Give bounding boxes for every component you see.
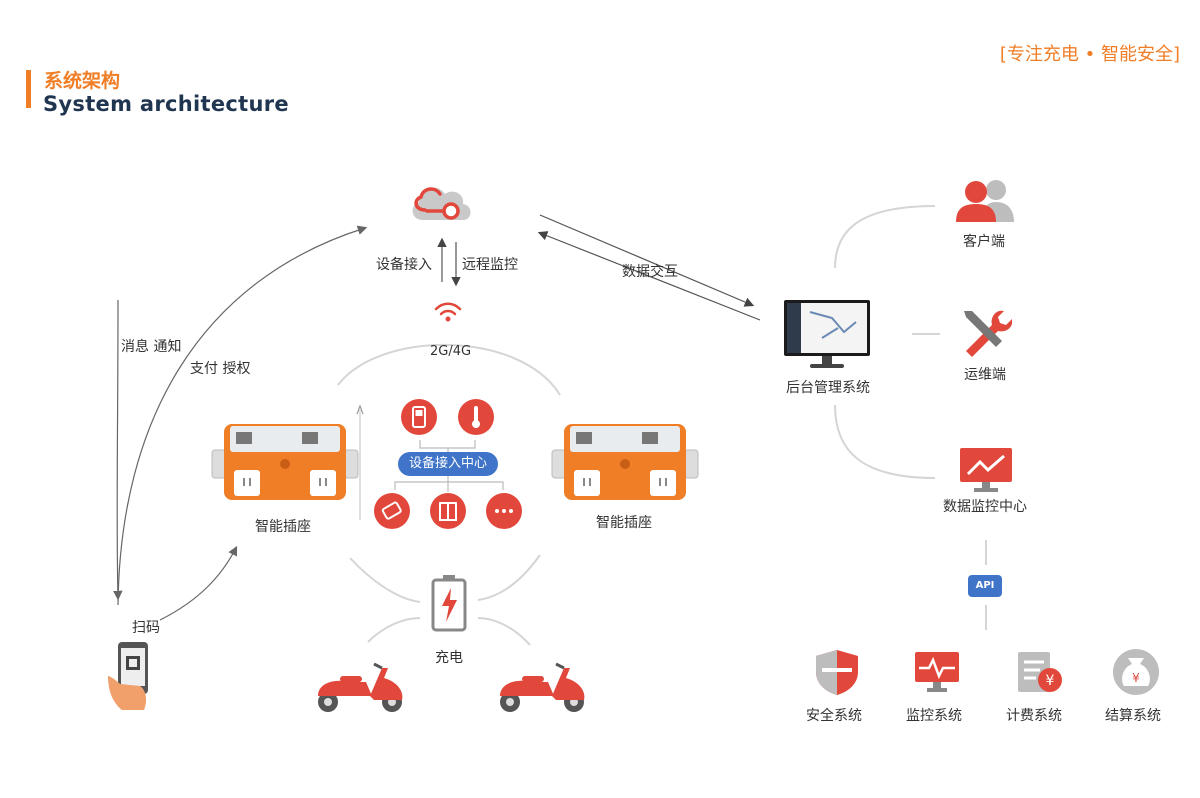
smart-socket-right bbox=[551, 424, 699, 500]
monitor-icon bbox=[784, 300, 870, 368]
network-label: 2G/4G bbox=[430, 344, 472, 359]
svg-text:¥: ¥ bbox=[1046, 673, 1055, 689]
customer-label: 客户端 bbox=[963, 234, 1005, 250]
subsystem-security-label: 安全系统 bbox=[806, 708, 862, 724]
data-monitor-center-label: 数据监控中心 bbox=[943, 499, 1027, 515]
scan-label: 扫码 bbox=[132, 620, 160, 636]
smart-socket-left-label: 智能插座 bbox=[255, 519, 311, 535]
backend-system-label: 后台管理系统 bbox=[786, 380, 870, 396]
more-icon bbox=[486, 493, 522, 529]
title-accent-bar bbox=[26, 70, 31, 108]
battery-charge-icon bbox=[431, 575, 467, 632]
card-reader-icon bbox=[374, 493, 410, 529]
shield-icon bbox=[816, 650, 858, 695]
cloud-icon bbox=[412, 187, 471, 220]
pay-auth-label: 支付 授权 bbox=[190, 361, 251, 377]
slogan: [专注充电 • 智能安全] bbox=[999, 44, 1180, 65]
wifi-icon bbox=[434, 302, 462, 322]
smart-socket-right-label: 智能插座 bbox=[596, 515, 652, 531]
subsystem-monitor-label: 监控系统 bbox=[906, 708, 962, 724]
page-title-en: System architecture bbox=[43, 92, 289, 116]
gate-icon bbox=[430, 493, 466, 529]
pay-arc bbox=[113, 299, 123, 601]
message-arc bbox=[117, 225, 368, 606]
scan-arc bbox=[159, 545, 238, 621]
device-access-label: 设备接入 bbox=[376, 257, 432, 273]
device-access-hub: 设备接入中心 bbox=[398, 452, 498, 476]
smart-socket-left bbox=[211, 424, 359, 500]
data-exchange-arrow-out bbox=[539, 214, 755, 307]
scooter-right-icon bbox=[500, 662, 585, 712]
subsystem-billing-label: 计费系统 bbox=[1006, 708, 1062, 724]
wrench-tools-icon bbox=[964, 310, 1012, 357]
billing-icon: ¥ bbox=[1018, 652, 1062, 692]
thermometer-icon bbox=[458, 399, 494, 435]
phone-scan-icon bbox=[108, 642, 148, 710]
charge-label: 充电 bbox=[435, 650, 463, 666]
money-bag-icon: ¥ bbox=[1113, 649, 1159, 695]
data-exchange-arrow-in bbox=[537, 231, 761, 321]
subsystem-settlement-label: 结算系统 bbox=[1105, 708, 1161, 724]
network-arc bbox=[337, 343, 561, 396]
remote-monitor-label: 远程监控 bbox=[462, 257, 518, 273]
api-badge: API bbox=[968, 575, 1002, 597]
scooter-left-icon bbox=[318, 662, 403, 712]
monitoring-icon bbox=[915, 652, 959, 692]
data-monitor-icon bbox=[960, 448, 1012, 492]
customer-icon bbox=[956, 180, 1014, 222]
ops-label: 运维端 bbox=[964, 367, 1006, 383]
svg-text:¥: ¥ bbox=[1132, 671, 1140, 685]
data-exchange-label: 数据交互 bbox=[622, 264, 678, 280]
page-title-cn: 系统架构 bbox=[44, 70, 121, 92]
meter-icon bbox=[401, 399, 437, 435]
message-notify-label: 消息 通知 bbox=[121, 339, 182, 355]
